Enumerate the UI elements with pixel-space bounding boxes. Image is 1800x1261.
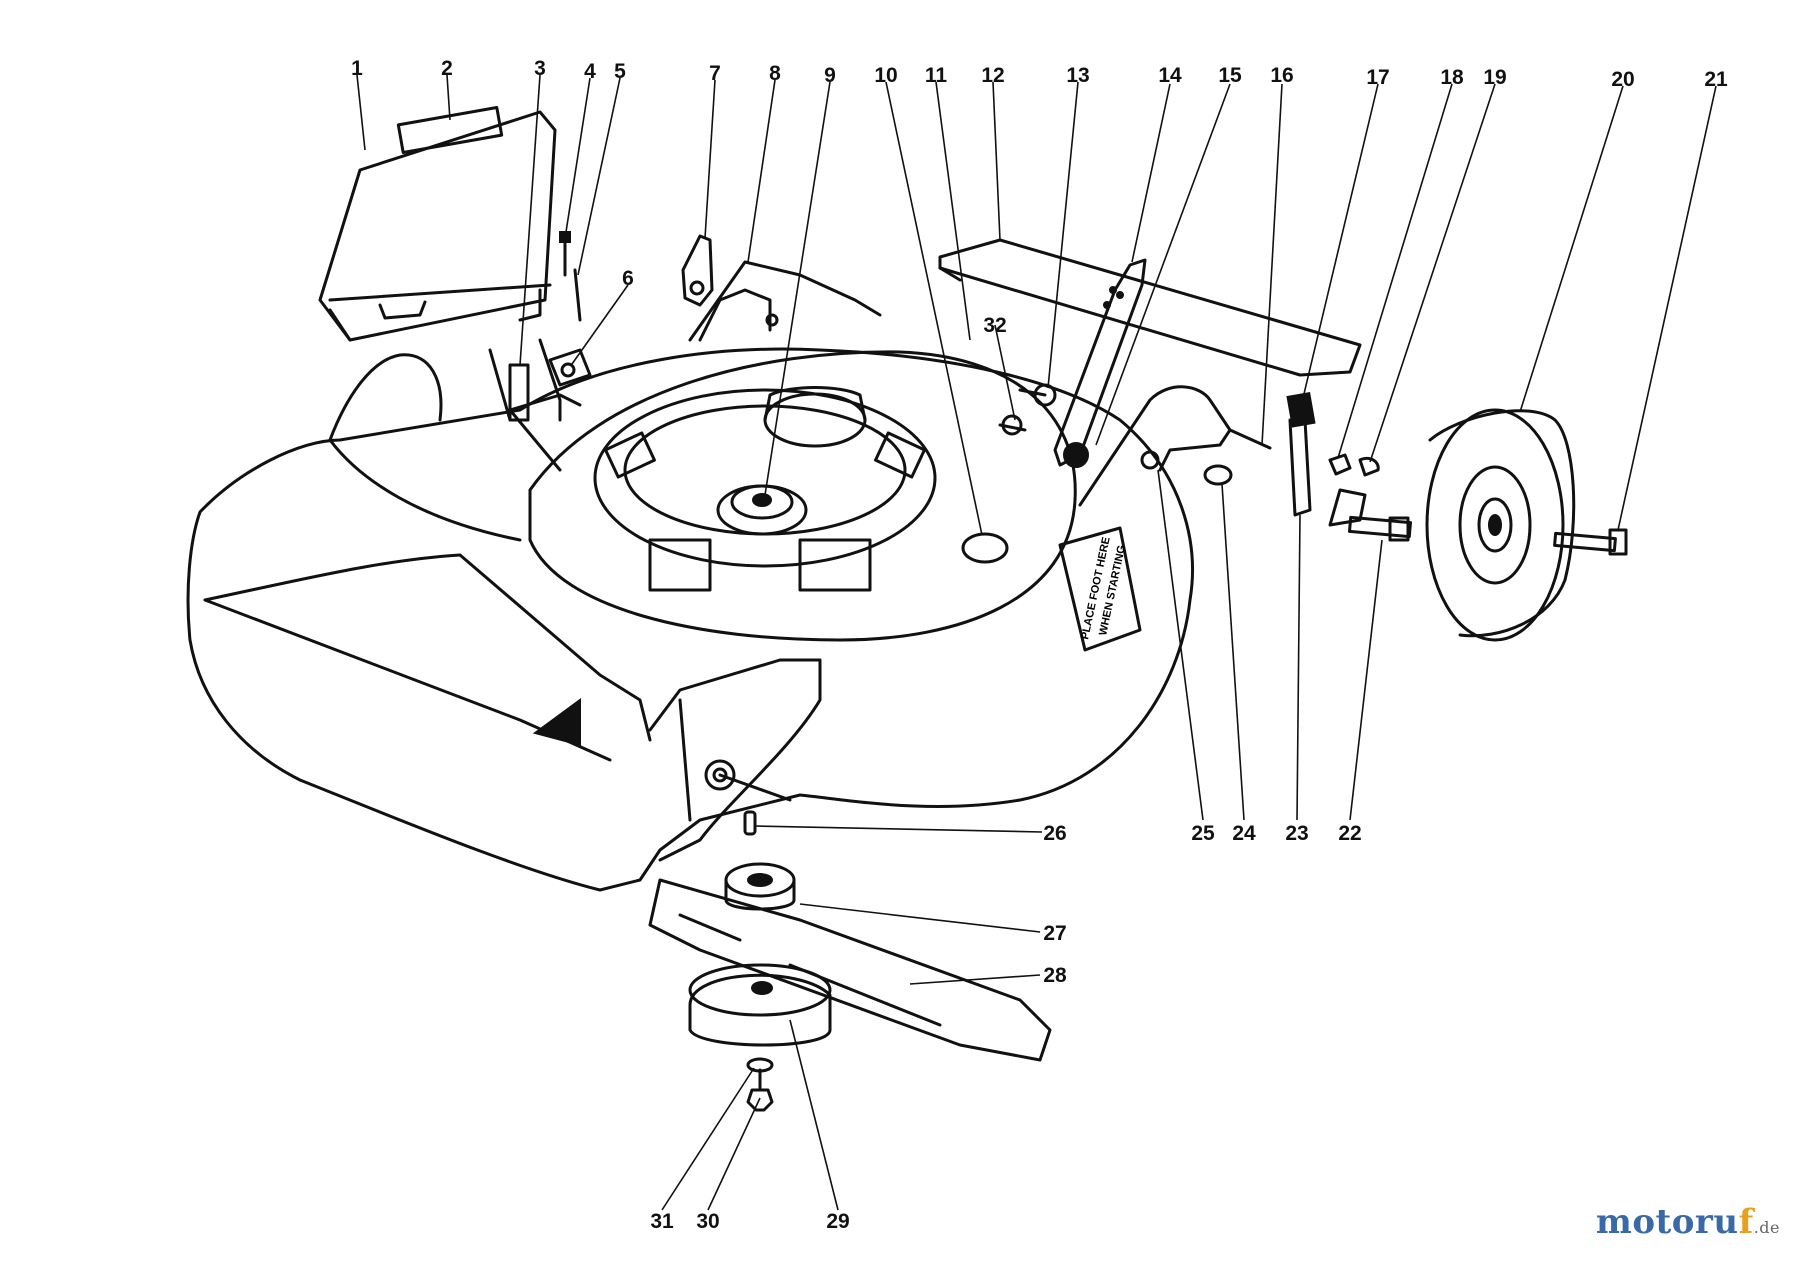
callout-9: 9 — [824, 64, 836, 87]
height-adjuster — [998, 258, 1316, 507]
mower-deck: PLACE FOOT HERE WHEN STARTING — [186, 260, 1194, 892]
callout-26: 26 — [1043, 822, 1066, 845]
callout-14: 14 — [1158, 64, 1182, 87]
callout-25: 25 — [1191, 822, 1215, 845]
callout-5: 5 — [614, 60, 626, 83]
watermark-tld: .de — [1753, 1218, 1780, 1237]
callout-1: 1 — [351, 57, 363, 80]
callout-15: 15 — [1218, 64, 1242, 87]
callout-23: 23 — [1285, 822, 1308, 845]
callout-4: 4 — [584, 60, 596, 83]
watermark-accent: f — [1738, 1202, 1754, 1242]
callout-24: 24 — [1232, 822, 1256, 845]
leader-lines — [356, 74, 1717, 1211]
callout-10: 10 — [874, 64, 897, 87]
callout-2: 2 — [441, 57, 453, 80]
callout-31: 31 — [650, 1210, 674, 1233]
watermark-main: motoru — [1595, 1202, 1739, 1242]
site-watermark: motoruf.de — [1596, 1202, 1780, 1242]
callout-19: 19 — [1483, 66, 1506, 89]
callout-21: 21 — [1704, 68, 1728, 91]
callout-20: 20 — [1611, 68, 1634, 91]
callout-17: 17 — [1366, 66, 1389, 89]
callout-11: 11 — [925, 64, 948, 87]
callout-22: 22 — [1338, 822, 1361, 845]
callout-16: 16 — [1270, 64, 1293, 87]
callout-12: 12 — [981, 64, 1004, 87]
callout-3: 3 — [534, 57, 546, 80]
callout-8: 8 — [769, 62, 781, 85]
callout-28: 28 — [1043, 964, 1067, 987]
callout-6: 6 — [622, 267, 634, 290]
callout-29: 29 — [826, 1210, 849, 1233]
blade-assembly — [648, 810, 1052, 1112]
wheel-assembly — [1203, 408, 1628, 642]
callout-7: 7 — [709, 62, 721, 85]
callout-27: 27 — [1043, 922, 1066, 945]
grass-deflector — [318, 106, 557, 342]
callout-32: 32 — [983, 314, 1006, 337]
hinge-hardware — [508, 231, 714, 422]
callout-18: 18 — [1440, 66, 1464, 89]
callout-13: 13 — [1066, 64, 1089, 87]
rear-baffle — [938, 238, 1362, 377]
callout-30: 30 — [696, 1210, 719, 1233]
